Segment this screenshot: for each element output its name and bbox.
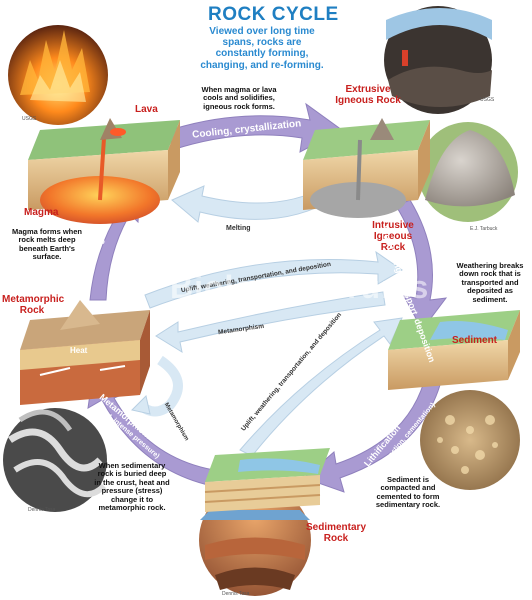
metamorphic-block [20,300,150,405]
sand-photo [420,390,520,490]
label-extrusive-igneous-rock: Extrusive Igneous Rock [335,84,401,107]
melting-arrow-top [171,185,336,223]
desc-sediment: Sediment is compacted and cemented to fo… [375,475,441,510]
label-metamorphic-rock: Metamorphic Rock [2,294,65,317]
credit-dennis-bottom: Dennis Tasa [222,591,250,597]
label-lava: Lava [135,104,158,115]
intrusive-block [303,118,430,218]
label-intrusive-igneous-rock: Intrusive Igneous Rock [372,220,414,254]
fire-photo [8,25,108,125]
diagram-subtitle: Viewed over long time spans, rocks are c… [200,26,324,71]
credit-tarbuck: E.J. Tarbuck [470,226,498,232]
granite-photo [418,122,518,222]
lava-field-photo [384,6,492,114]
uplift-arrow-upper [144,250,403,309]
volcano-block [28,118,180,224]
label-sedimentary-rock: Sedimentary Rock [305,522,367,545]
desc-cooling: When magma or lava cools and solidifies,… [201,85,277,111]
sediment-block [388,310,520,390]
watermark: Biology-Forums [170,269,430,305]
gneiss-photo [3,408,107,512]
label-sediment: Sediment [452,335,498,346]
sedimentary-block [204,448,330,512]
desc-weathering: Weathering breaks down rock that is tran… [456,261,524,304]
desc-metamorphic: When sedimentary rock is buried deep in … [94,461,170,512]
process-melting-top: Melting [226,225,251,232]
desc-magma: Magma forms when rock melts deep beneath… [12,227,83,262]
label-magma: Magma [24,207,59,218]
credit-usgs-left: USGS [22,116,37,122]
canyon-photo [199,484,311,596]
diagram-title: ROCK CYCLE [208,4,339,25]
credit-usgs-right: USGS [480,97,495,103]
credit-dennis-left: Dennis Tasa [28,507,56,513]
label-heat: Heat [70,346,88,355]
metamorphism-arrow-upper [155,291,386,354]
